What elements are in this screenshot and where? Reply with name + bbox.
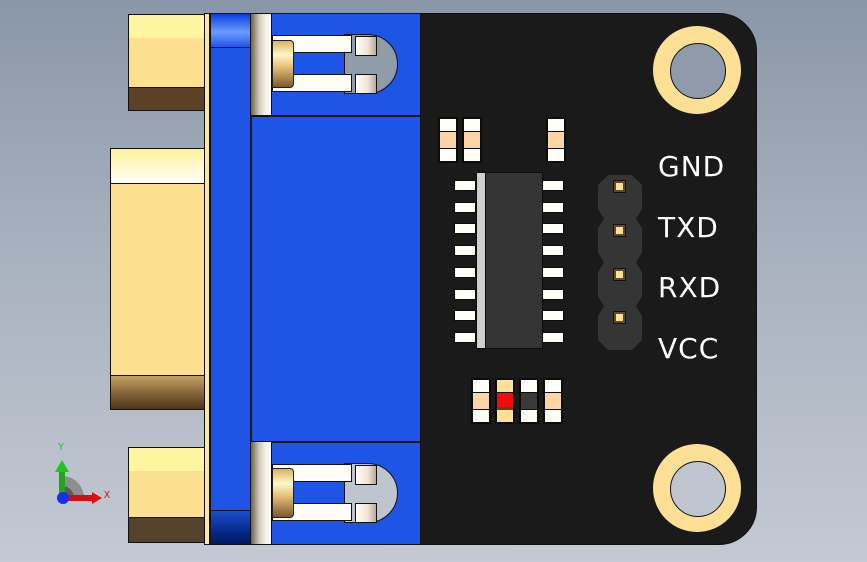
ic-pin [454,266,476,278]
ic-pin [542,201,564,213]
component-dark [519,378,539,424]
ic-pin [454,180,476,191]
boardlock-bushing [272,40,294,88]
boardlock-leg-end [355,36,377,56]
silkscreen-label-gnd: GND [658,150,726,183]
ic-pin [454,288,476,300]
boardlock-leg-end [355,465,377,485]
mounting-hole-bottom [653,444,741,532]
connector-edge [250,441,422,443]
capacitor-c1 [438,117,458,163]
db9-connector-body [210,13,422,545]
silkscreen-label-txd: TXD [658,210,719,244]
x-axis-arrow [64,495,94,501]
ic-pin [454,245,476,257]
ic-pin [542,331,564,343]
boardlock-post-bottom [250,441,272,545]
pin-header [598,175,642,350]
boardlock-bushing [272,468,294,518]
header-pin-vcc [613,311,626,325]
ic-pin [542,223,564,235]
mounting-hole-top [653,26,741,114]
y-axis-label: Y [58,442,65,453]
ic-chip [476,172,543,349]
ic-pin [542,310,564,322]
ic-pin [454,223,476,235]
connector-cap-top [210,13,251,48]
header-pin-rxd [613,267,626,281]
header-pin-gnd [613,180,626,193]
connector-edge [250,115,422,117]
boardlock-leg-end [355,74,377,94]
resistor-r2 [543,378,563,424]
silkscreen-label-vcc: VCC [658,331,720,365]
resistor-r1 [471,378,491,424]
boardlock-leg-end [355,503,377,523]
x-axis-label: X [104,490,111,501]
connector-edge [250,13,252,545]
silkscreen-label-rxd: RXD [658,271,722,304]
ic-pin [542,266,564,278]
ic-pin [542,288,564,300]
axis-triad: Y X [40,440,120,510]
ic-pin [454,331,476,343]
ic-pin [542,245,564,257]
y-axis-head [55,460,69,472]
db9-shell [110,148,206,410]
boardlock-post-top [250,13,272,116]
capacitor-c3 [546,117,566,163]
pin1-marker [477,173,486,348]
header-outline [598,175,642,350]
connector-cap-bottom [210,510,251,545]
z-axis-origin [57,492,69,504]
db9-standoff-top [128,14,206,111]
ic-pin [542,180,564,191]
header-pin-txd [613,223,626,237]
capacitor-c2 [462,117,482,163]
y-axis-arrow [59,470,65,496]
db9-standoff-bottom [128,447,206,543]
ic-pin [454,310,476,322]
led [495,378,515,424]
x-axis-head [92,492,102,504]
ic-pin [454,201,476,213]
db9-flange [204,13,210,545]
